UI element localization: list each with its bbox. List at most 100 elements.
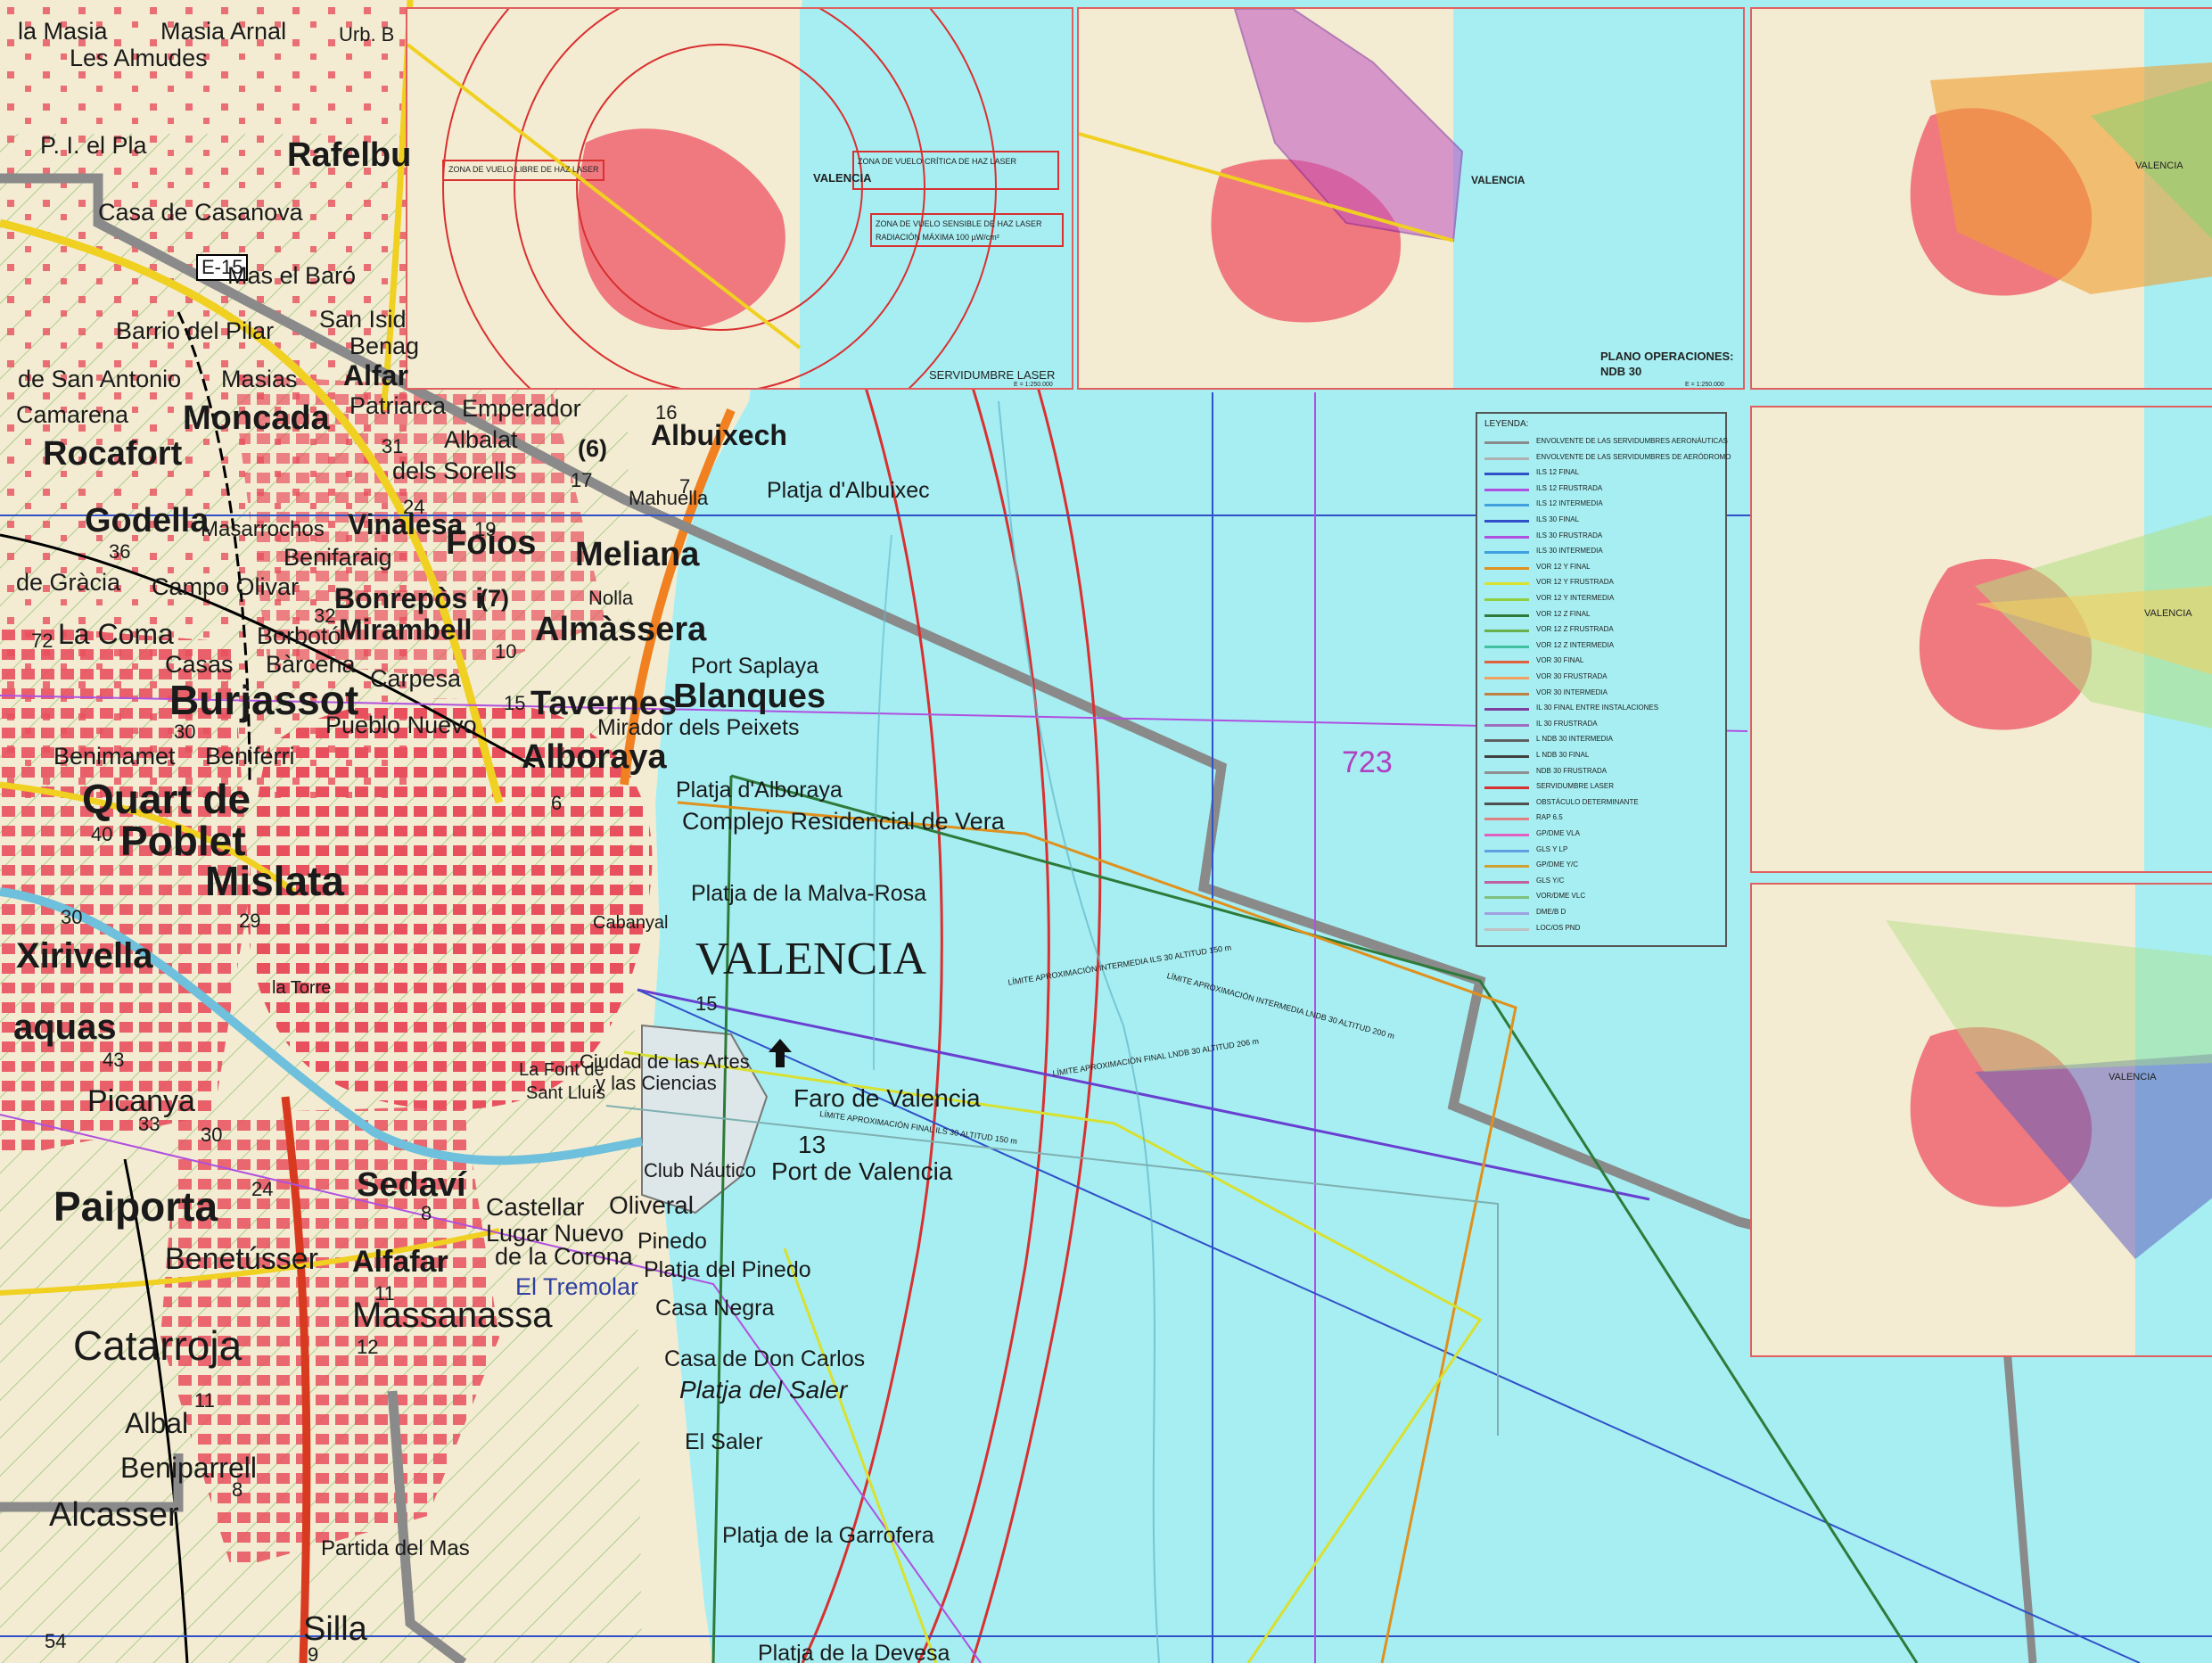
inset-right-1-city: VALENCIA — [2135, 161, 2183, 171]
inset-laser-title: SERVIDUMBRE LASER — [929, 368, 1056, 382]
label-nolla: Nolla — [588, 587, 634, 609]
legend-swatch — [1484, 739, 1529, 743]
legend-swatch — [1484, 473, 1529, 476]
urban-area-north — [232, 375, 606, 678]
inset-ndb30: VALENCIA PLANO OPERACIONES: NDB 30 E = 1… — [1077, 7, 1745, 390]
legend-swatch — [1484, 457, 1529, 460]
legend-label: ILS 12 INTERMEDIA — [1536, 499, 1603, 508]
label-sedavi: Sedaví — [357, 1166, 466, 1204]
label-platja-devesa: Platja de la Devesa — [758, 1641, 950, 1663]
road-number: 8 — [421, 1202, 432, 1224]
legend-item: VOR 12 Z FRUSTRADA — [1484, 625, 1718, 636]
legend-item: ILS 30 FINAL — [1484, 515, 1718, 526]
legend-label: GLS Y LP — [1536, 844, 1568, 853]
label-casa-don-carlos: Casa de Don Carlos — [664, 1346, 866, 1371]
label-el-tremolar: El Tremolar — [515, 1273, 639, 1300]
legend-swatch — [1484, 582, 1529, 586]
legend-item: VOR 30 FRUSTRADA — [1484, 672, 1718, 683]
label-e15: E-15 — [196, 254, 249, 281]
label-alboraya: Alboraya — [522, 738, 667, 776]
label-sant-lluis: Sant Lluís — [526, 1083, 605, 1103]
label-blanques: Blanques — [673, 678, 826, 715]
road-number: 6 — [551, 792, 563, 814]
label-emperador: Emperador — [462, 395, 581, 422]
label-benag: Benag — [349, 333, 420, 359]
legend-swatch — [1484, 441, 1529, 444]
urban-area-south — [160, 1106, 499, 1569]
legend-label: VOR/DME VLC — [1536, 892, 1586, 901]
label-foios: Foios — [446, 524, 537, 562]
label-san-isid: San Isid — [319, 306, 407, 333]
legend: LEYENDA: ENVOLVENTE DE LAS SERVIDUMBRES … — [1476, 412, 1731, 947]
label-zone-723: 723 — [1342, 745, 1393, 779]
legend-label: ILS 30 INTERMEDIA — [1536, 547, 1603, 556]
label-rafelbu: Rafelbu — [287, 136, 412, 174]
label-platja-garrofera: Platja de la Garrofera — [722, 1523, 934, 1548]
inset-laser-note: RADIACIÓN MÁXIMA 100 µW/cm² — [876, 233, 999, 242]
legend-item: ILS 12 FRUSTRADA — [1484, 484, 1718, 495]
lighthouse-icon — [769, 1039, 792, 1067]
label-platja-pinedo: Platja del Pinedo — [644, 1257, 811, 1282]
approach-line-purple — [637, 988, 1650, 1201]
legend-label: ENVOLVENTE DE LAS SERVIDUMBRES AERONÁUTI… — [1536, 437, 1728, 445]
legend-swatch — [1484, 927, 1529, 931]
legend-item: ILS 30 FRUSTRADA — [1484, 531, 1718, 542]
legend-swatch — [1484, 834, 1529, 836]
inset-ndb30-title-1: PLANO OPERACIONES: — [1600, 350, 1734, 363]
legend-item: RAP 6.5 — [1484, 813, 1718, 824]
legend-item: GP/DME VLA — [1484, 829, 1718, 840]
label-casa-casanova: Casa de Casanova — [98, 199, 303, 226]
road-number: 13 — [798, 1131, 826, 1158]
label-moncada: Moncada — [183, 399, 330, 437]
road-number: 29 — [239, 910, 261, 932]
inset-right-3-city: VALENCIA — [2109, 1072, 2157, 1083]
label-albal: Albal — [125, 1407, 189, 1439]
label-cabanyal: Cabanyal — [593, 913, 669, 933]
label-almassera: Almàssera — [535, 611, 707, 648]
legend-swatch — [1484, 504, 1529, 507]
label-vinalesa: Vinalesa — [348, 508, 464, 540]
label-pueblo-nuevo: Pueblo Nuevo — [325, 712, 477, 738]
road-number: 30 — [174, 720, 196, 743]
legend-item: ILS 12 FINAL — [1484, 468, 1718, 479]
label-port-valencia: Port de Valencia — [771, 1157, 953, 1185]
label-ciudad-artes: Ciudad de las Artes — [580, 1050, 750, 1073]
road-number: 8 — [232, 1478, 243, 1501]
label-barcena: Bàrcena — [266, 651, 356, 678]
label-masia-arnal: Masia Arnal — [160, 18, 287, 45]
road-number: 11 — [194, 1389, 215, 1412]
label-mislata: Mislata — [205, 858, 344, 904]
road-number: 30 — [201, 1124, 223, 1146]
approach-area-green — [711, 774, 1919, 1663]
label-castellar: Castellar — [486, 1193, 585, 1221]
road-number: 30 — [61, 906, 83, 928]
legend-label: ILS 12 FRUSTRADA — [1536, 483, 1603, 492]
legend-label: ENVOLVENTE DE LAS SERVIDUMBRES DE AERÓDR… — [1536, 452, 1731, 461]
label-campo-olivar: Campo Olivar — [152, 573, 300, 600]
legend-item: VOR 12 Z INTERMEDIA — [1484, 641, 1718, 652]
label-aquas: aquas — [13, 1008, 117, 1047]
legend-swatch — [1484, 692, 1529, 696]
label-el-saler: El Saler — [685, 1429, 763, 1454]
legend-swatch — [1484, 630, 1529, 633]
road-number: 24 — [403, 496, 425, 518]
label-pinedo: Pinedo — [637, 1229, 707, 1254]
label-benifaraig: Benifaraig — [284, 544, 392, 571]
label-quart-de: Quart de — [82, 776, 251, 822]
inset-right-2: VALENCIA — [1750, 406, 2212, 873]
legend-label: LOC/OS PND — [1536, 923, 1581, 932]
inset-laser-zone2: ZONA DE VUELO CRÍTICA DE HAZ LASER — [858, 157, 1017, 166]
label-de-la-corona: de la Corona — [495, 1243, 633, 1270]
legend-swatch — [1484, 849, 1529, 852]
inset-laser-zone3: ZONA DE VUELO SENSIBLE DE HAZ LASER — [876, 219, 1042, 228]
label-alfafar: Alfafar — [352, 1245, 448, 1279]
legend-item: ILS 30 INTERMEDIA — [1484, 547, 1718, 557]
legend-item: VOR 30 INTERMEDIA — [1484, 688, 1718, 699]
legend-label: VOR 12 Y FRUSTRADA — [1536, 578, 1614, 587]
label-platja-malva: Platja de la Malva-Rosa — [691, 881, 927, 906]
legend-label: VOR 12 Y FINAL — [1536, 562, 1591, 571]
inset-right-3: VALENCIA — [1750, 883, 2212, 1357]
legend-label: VOR 12 Z FRUSTRADA — [1536, 625, 1614, 634]
legend-label: IL 30 FRUSTRADA — [1536, 719, 1598, 728]
legend-item: GLS Y LP — [1484, 845, 1718, 856]
